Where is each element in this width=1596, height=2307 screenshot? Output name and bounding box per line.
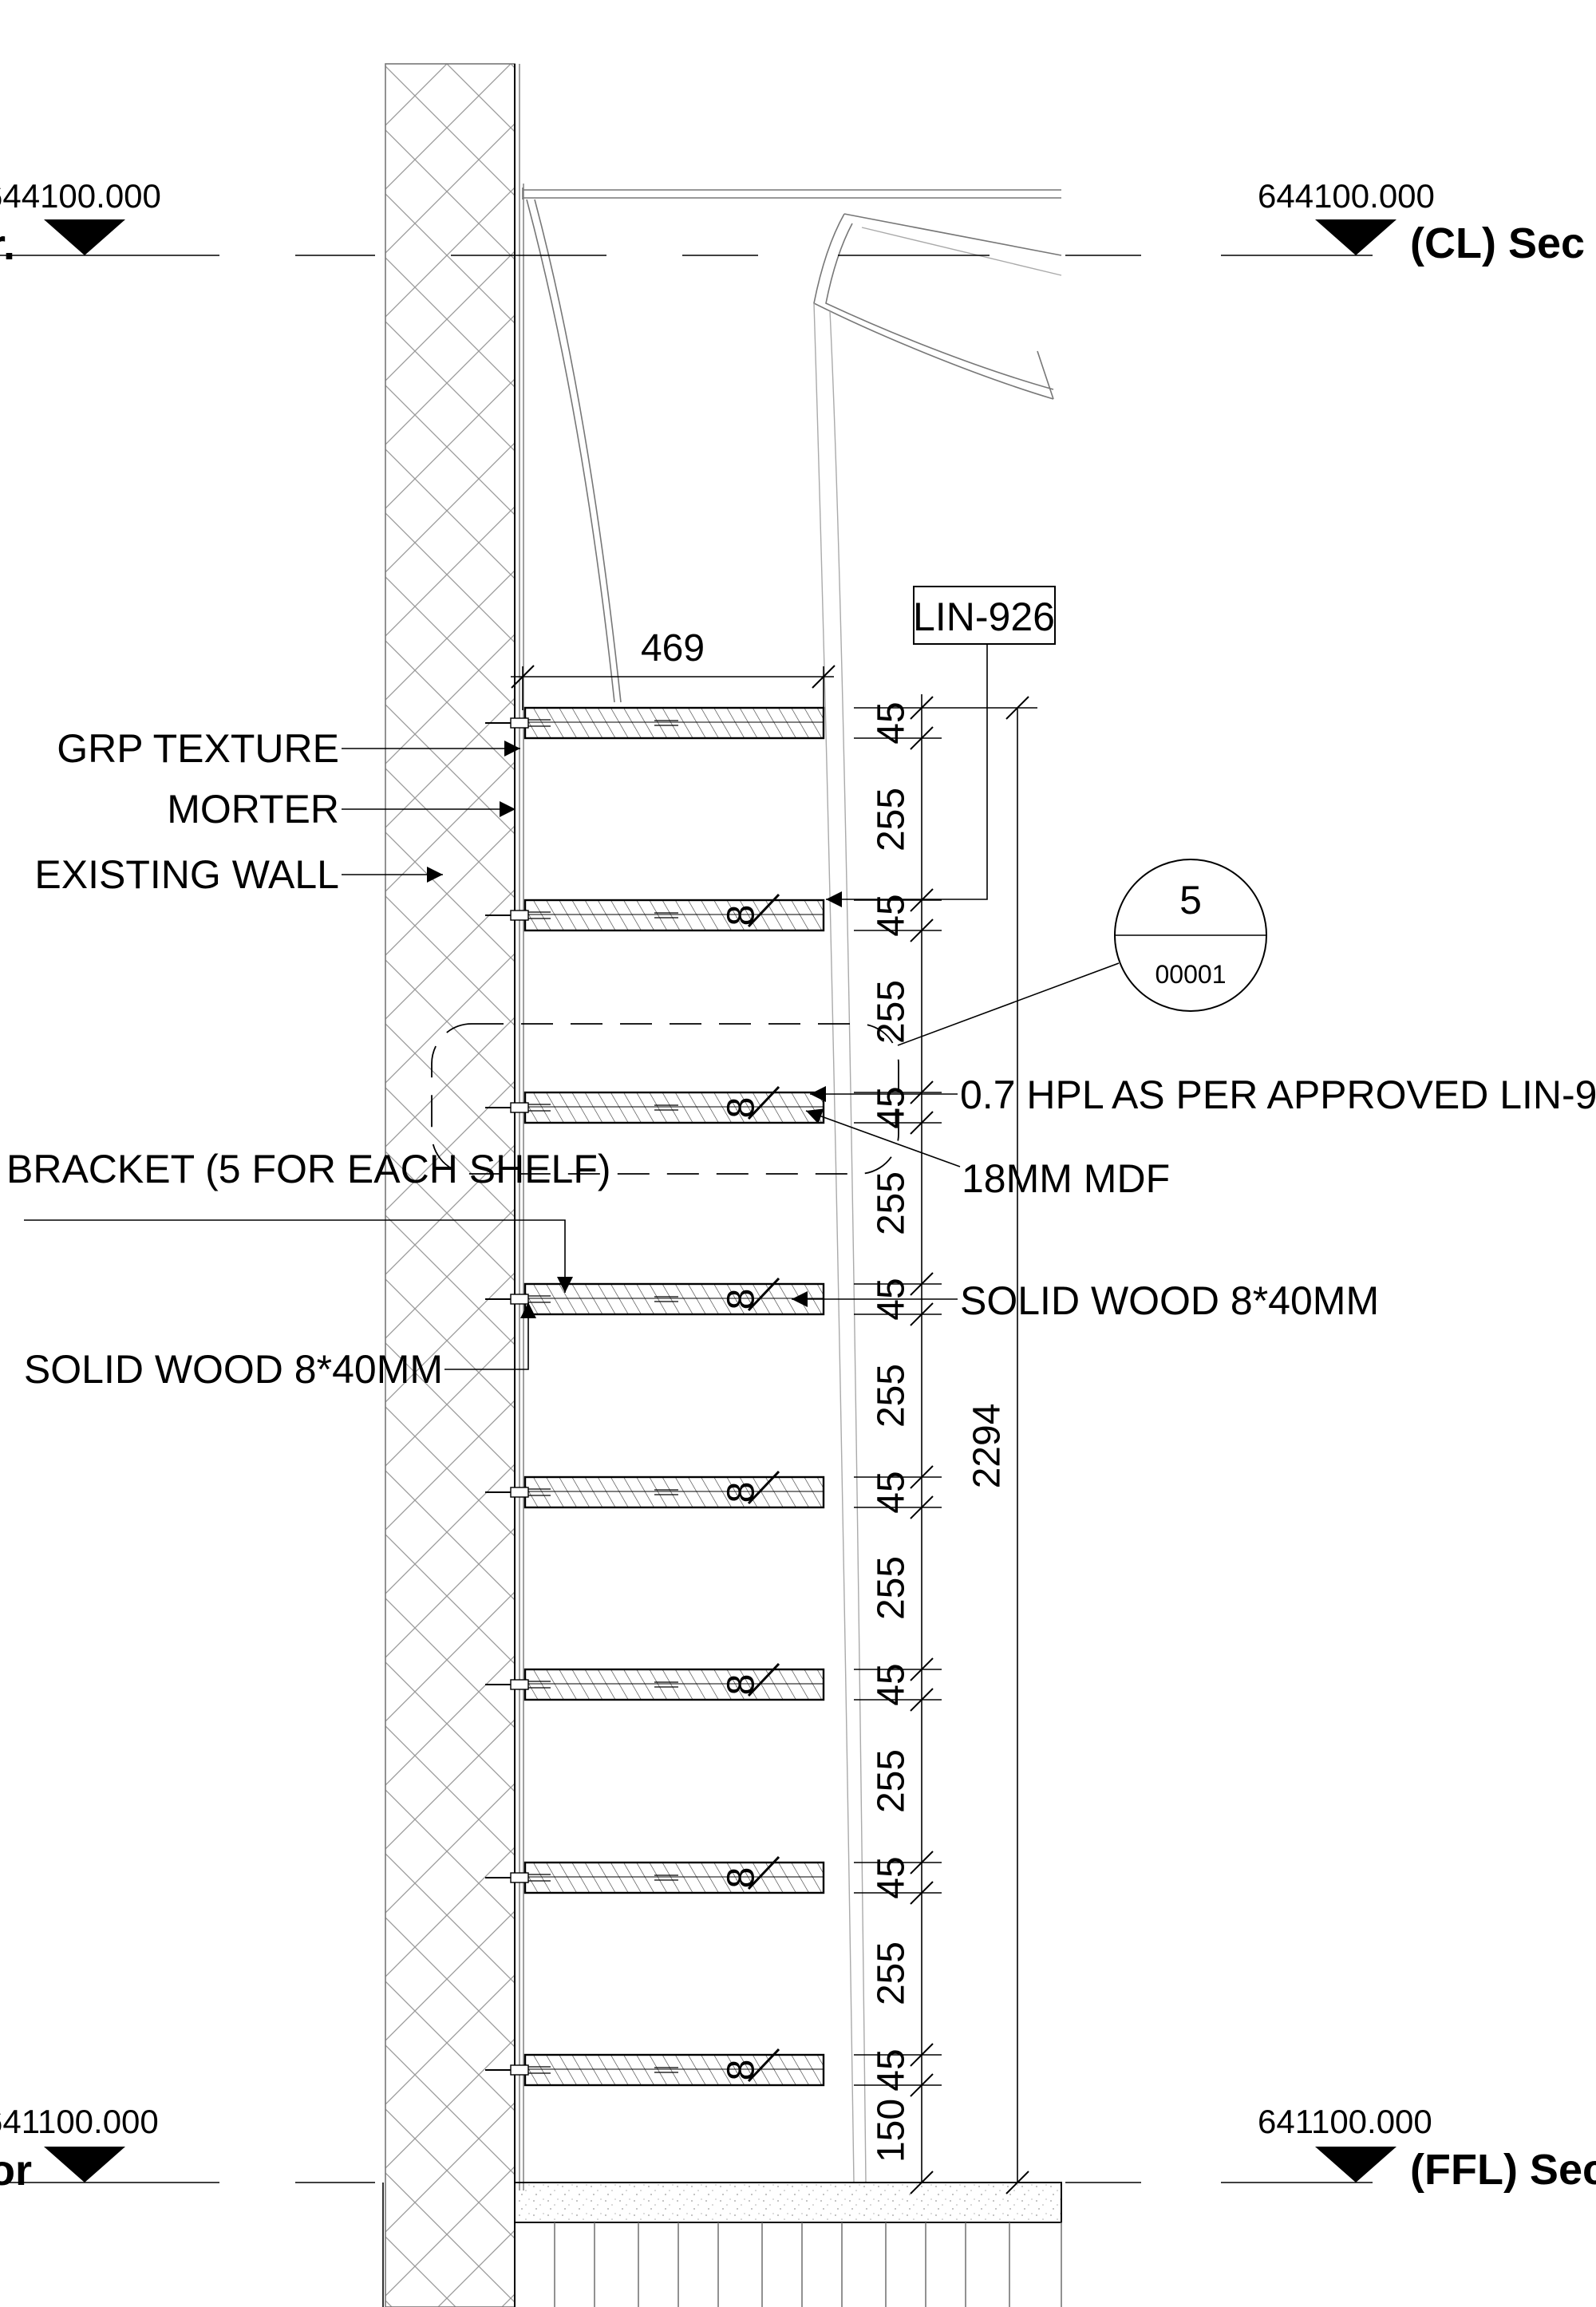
label-mdf: 18MM MDF (962, 1156, 1170, 1201)
dim-gap-3: 255 (871, 1171, 913, 1235)
label-bracket: BRACKET (5 FOR EACH SHELF) (6, 1147, 611, 1191)
shelf-mark-2: 8 (721, 905, 763, 926)
detail-callout: 5 00001 (431, 859, 1267, 1175)
dim-gap-6: 255 (871, 1749, 913, 1813)
level-name-top-left: r. (0, 221, 15, 269)
dimension-shelf-depth: 469 (511, 627, 836, 710)
dim-thickness-6: 45 (871, 1663, 913, 1705)
level-value-top-left: 644100.000 (0, 177, 161, 215)
level-name-top-right: (CL) Sec (1410, 219, 1585, 267)
dim-gap-1: 255 (871, 788, 913, 851)
material-tag-text: LIN-926 (913, 595, 1055, 639)
left-annotations: GRP TEXTURE MORTER EXISTING WALL BRACKET… (6, 726, 611, 1392)
detail-callout-number: 5 (1179, 878, 1202, 922)
label-hpl: 0.7 HPL AS PER APPROVED LIN-926 (960, 1073, 1596, 1117)
dim-thickness-7: 45 (871, 1856, 913, 1898)
shelf-7 (484, 1861, 825, 1894)
label-existing-wall: EXISTING WALL (34, 852, 339, 897)
shelf-5 (484, 1475, 825, 1509)
level-marker-top-left (44, 219, 125, 255)
dimension-total-height: 2294 (942, 696, 1037, 2194)
dim-thickness-2: 45 (871, 894, 913, 936)
label-morter: MORTER (167, 787, 339, 832)
material-tag: LIN-926 (826, 586, 1056, 907)
dim-bottom-gap: 150 (871, 2099, 913, 2163)
shelf-mark-7: 8 (721, 1867, 763, 1889)
shelf-6 (484, 1668, 825, 1701)
shelves (484, 706, 825, 2087)
shelf-marks: 8 8 8 8 8 8 8 (721, 893, 780, 2083)
shelf-mark-6: 8 (721, 1674, 763, 1696)
dim-gap-7: 255 (871, 1942, 913, 2005)
dim-gap-5: 255 (871, 1556, 913, 1620)
level-value-bottom-right: 641100.000 (1258, 2103, 1432, 2140)
existing-wall (385, 63, 516, 2307)
shelf-mark-5: 8 (721, 1482, 763, 1503)
shelf-8 (484, 2053, 825, 2087)
detail-callout-sheet: 00001 (1156, 960, 1227, 989)
level-name-bottom-right: (FFL) Sec (1410, 2146, 1596, 2194)
floor-slab (382, 2182, 1062, 2307)
dim-thickness-3: 45 (871, 1086, 913, 1128)
dimension-shelf-depth-text: 469 (641, 627, 705, 670)
dim-thickness-8: 45 (871, 2048, 913, 2091)
level-name-bottom-left: or (0, 2147, 32, 2194)
shelf-mark-8: 8 (721, 2060, 763, 2081)
dim-gap-4: 255 (871, 1364, 913, 1428)
dimension-chain: 45 255 45 255 45 255 45 255 45 255 45 25… (854, 694, 942, 2194)
level-marker-bottom-right (1315, 2147, 1396, 2183)
level-marker-top-right (1315, 219, 1396, 255)
dim-thickness-5: 45 (871, 1471, 913, 1513)
right-annotations: 0.7 HPL AS PER APPROVED LIN-926 18MM MDF… (792, 1073, 1596, 1323)
ceiling-element (522, 188, 1062, 2183)
shelf-1 (484, 706, 825, 740)
label-solid-wood-left: SOLID WOOD 8*40MM (24, 1347, 443, 1392)
label-solid-wood-right: SOLID WOOD 8*40MM (960, 1278, 1379, 1323)
shelf-mark-3: 8 (721, 1097, 763, 1119)
dim-thickness-1: 45 (871, 701, 913, 744)
dimension-total-height-text: 2294 (966, 1404, 1009, 1489)
dim-gap-2: 255 (871, 980, 913, 1044)
level-value-top-right: 644100.000 (1258, 177, 1435, 215)
level-marker-bottom-left (44, 2147, 125, 2183)
detail-boundary (431, 1023, 899, 1175)
shelf-3 (484, 1091, 825, 1124)
label-grp-texture: GRP TEXTURE (57, 726, 339, 771)
shelf-mark-4: 8 (721, 1289, 763, 1310)
level-value-bottom-left: 641100.000 (0, 2103, 159, 2140)
shelf-4 (484, 1282, 825, 1316)
shelf-2 (484, 899, 825, 932)
